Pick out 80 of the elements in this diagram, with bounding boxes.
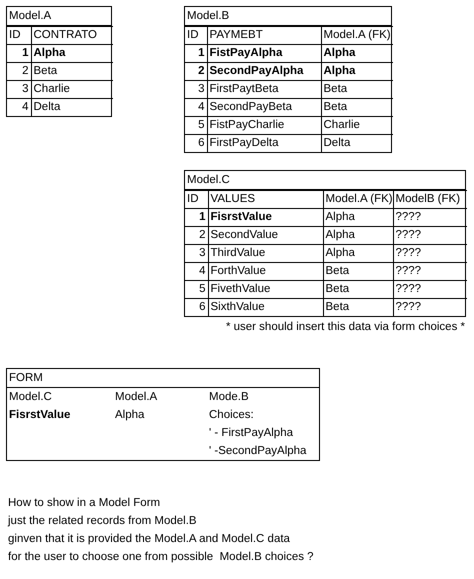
table-title: Model.C — [185, 171, 465, 190]
table-cell: 1 — [7, 44, 31, 62]
column-header: ID — [185, 190, 208, 208]
table-cell: 3 — [7, 80, 31, 98]
table-cell: ???? — [393, 298, 467, 316]
table-cell: SecondPayAlpha — [207, 62, 321, 80]
table-cell: 5 — [185, 280, 208, 298]
table-cell: Alpha — [323, 226, 393, 244]
table-cell: Alpha — [31, 44, 113, 62]
table-cell: ???? — [393, 262, 467, 280]
column-header: ID — [185, 26, 207, 44]
table-cell: FirstPaytBeta — [207, 80, 321, 98]
table-title: FORM — [7, 369, 319, 388]
table-cell: FivethValue — [208, 280, 323, 298]
table-cell: FistPayCharlie — [207, 116, 321, 134]
column-header: Model.A (FK) — [323, 190, 393, 208]
table-cell: Beta — [323, 262, 393, 280]
table-cell: Charlie — [31, 80, 113, 98]
table-box — [6, 6, 112, 117]
table-cell: Alpha — [323, 208, 393, 226]
table-cell: Beta — [323, 280, 393, 298]
table-cell: Charlie — [321, 116, 393, 134]
table-box — [184, 6, 392, 153]
question-text: ginven that it is provided the Model.A and Model.C data — [8, 533, 290, 545]
table-cell: 2 — [185, 62, 207, 80]
table-cell: FisrstValue — [208, 208, 323, 226]
form-text: Model.A — [114, 390, 158, 405]
table-cell: Beta — [31, 62, 113, 80]
table-cell: Alpha — [321, 62, 393, 80]
form-text: Alpha — [114, 408, 146, 423]
note-text: * user should insert this data via form choices * — [226, 321, 465, 333]
table-box — [184, 170, 466, 317]
table-cell: Beta — [321, 80, 393, 98]
table-cell: Beta — [321, 98, 393, 116]
table-cell: ThirdValue — [208, 244, 323, 262]
table-cell: SecondPayBeta — [207, 98, 321, 116]
table-cell: 4 — [185, 262, 208, 280]
table-cell: FistPayAlpha — [207, 44, 321, 62]
column-header: PAYMEBT — [207, 26, 321, 44]
question-text: for the user to choose one from possible Model.B choices ? — [8, 551, 314, 563]
table-box — [6, 368, 320, 461]
table-title: Model.B — [185, 7, 391, 26]
table-cell: Delta — [321, 134, 393, 152]
table-cell: ???? — [393, 208, 467, 226]
table-cell: Alpha — [321, 44, 393, 62]
table-cell: 3 — [185, 244, 208, 262]
form-text: Mode.B — [208, 390, 250, 405]
table-cell: 6 — [185, 298, 208, 316]
table-cell: 3 — [185, 80, 207, 98]
table-cell: 6 — [185, 134, 207, 152]
table-title: Model.A — [7, 7, 111, 26]
table-cell: SecondValue — [208, 226, 323, 244]
question-text: just the related records from Model.B — [8, 515, 197, 527]
table-cell: Beta — [323, 298, 393, 316]
table-cell: 2 — [7, 62, 31, 80]
column-header: CONTRATO — [31, 26, 113, 44]
table-cell: ???? — [393, 244, 467, 262]
table-cell: 4 — [185, 98, 207, 116]
column-header: VALUES — [208, 190, 323, 208]
table-cell: ???? — [393, 280, 467, 298]
table-cell: ???? — [393, 226, 467, 244]
table-cell: 1 — [185, 208, 208, 226]
table-cell: 5 — [185, 116, 207, 134]
table-cell: 1 — [185, 44, 207, 62]
table-cell: FirstPayDelta — [207, 134, 321, 152]
question-text: How to show in a Model Form — [8, 497, 160, 509]
table-cell: 2 — [185, 226, 208, 244]
column-header: Model.A (FK) — [321, 26, 393, 44]
column-header: ModelB (FK) — [393, 190, 467, 208]
table-cell: SixthValue — [208, 298, 323, 316]
table-cell: Delta — [31, 98, 113, 116]
form-text: ' -SecondPayAlpha — [208, 444, 308, 459]
table-cell: 4 — [7, 98, 31, 116]
form-text: Choices: — [208, 408, 255, 423]
table-cell: ForthValue — [208, 262, 323, 280]
form-text: ' - FirstPayAlpha — [208, 426, 294, 441]
form-text: Model.C — [8, 390, 53, 405]
column-header: ID — [7, 26, 31, 44]
form-text: FisrstValue — [8, 408, 72, 423]
table-cell: Alpha — [323, 244, 393, 262]
